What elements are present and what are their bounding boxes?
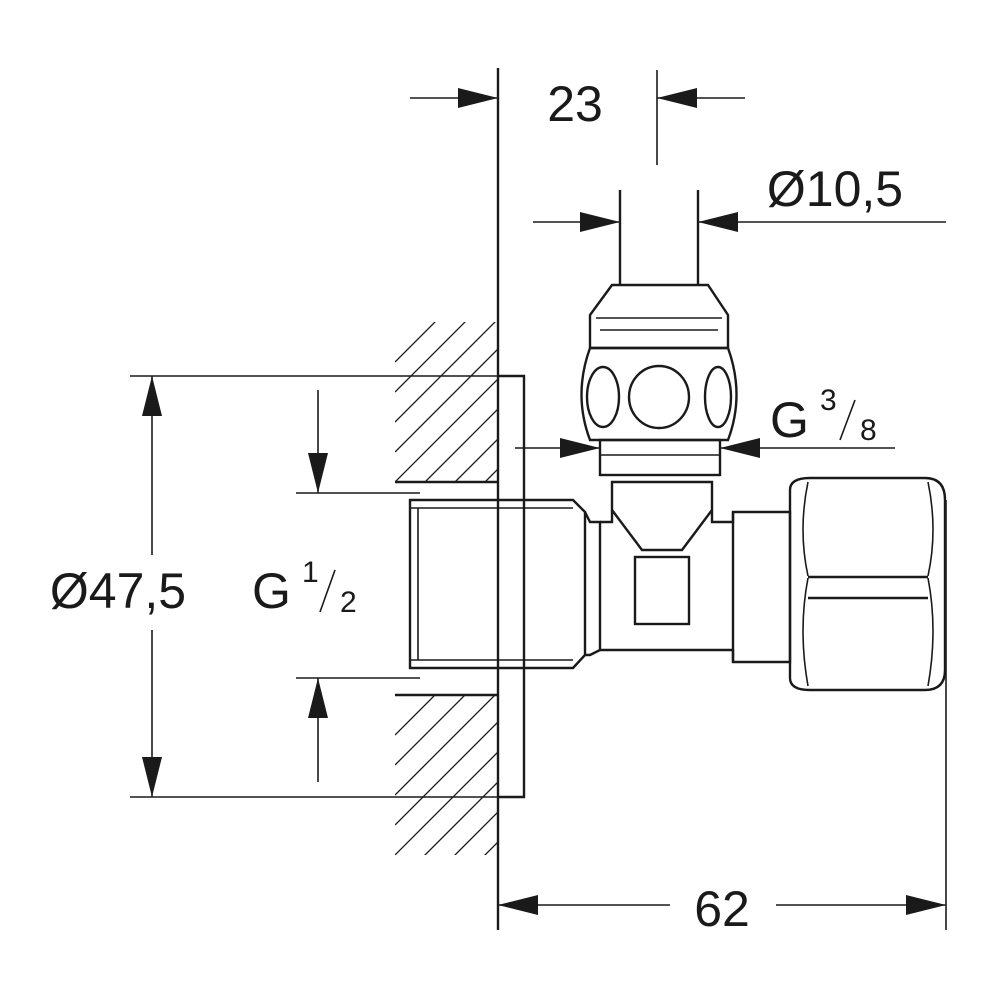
outlet-thread-numerator: 3 [820,384,837,417]
dimension-62: 62 [498,500,947,937]
outlet-thread-denominator: 8 [860,414,877,447]
inlet-thread-denominator: 2 [340,586,357,619]
inlet-thread-g: G [252,563,291,619]
wall-hatch-top [395,322,498,482]
dimension-62-label: 62 [694,881,750,937]
inlet-thread-numerator: 1 [302,556,319,589]
valve-body [583,480,792,664]
dimension-outlet-diameter-label: Ø10,5 [767,161,903,217]
rosette-diameter-label: Ø47,5 [50,563,186,619]
outlet-thread-g: G [770,392,809,448]
dimension-outlet-thread: G 3 8 [515,384,895,458]
wall-hatch-bottom [395,695,498,855]
rosette [498,374,526,799]
compression-nut [788,476,947,692]
dimension-23: 23 [410,70,745,165]
dimension-rosette-diameter: Ø47,5 [50,375,498,798]
outlet-head [580,190,738,477]
dimension-outlet-diameter: Ø10,5 [533,161,946,232]
dimension-23-label: 23 [547,76,603,132]
dimension-inlet-thread: G 1 2 [252,390,420,782]
